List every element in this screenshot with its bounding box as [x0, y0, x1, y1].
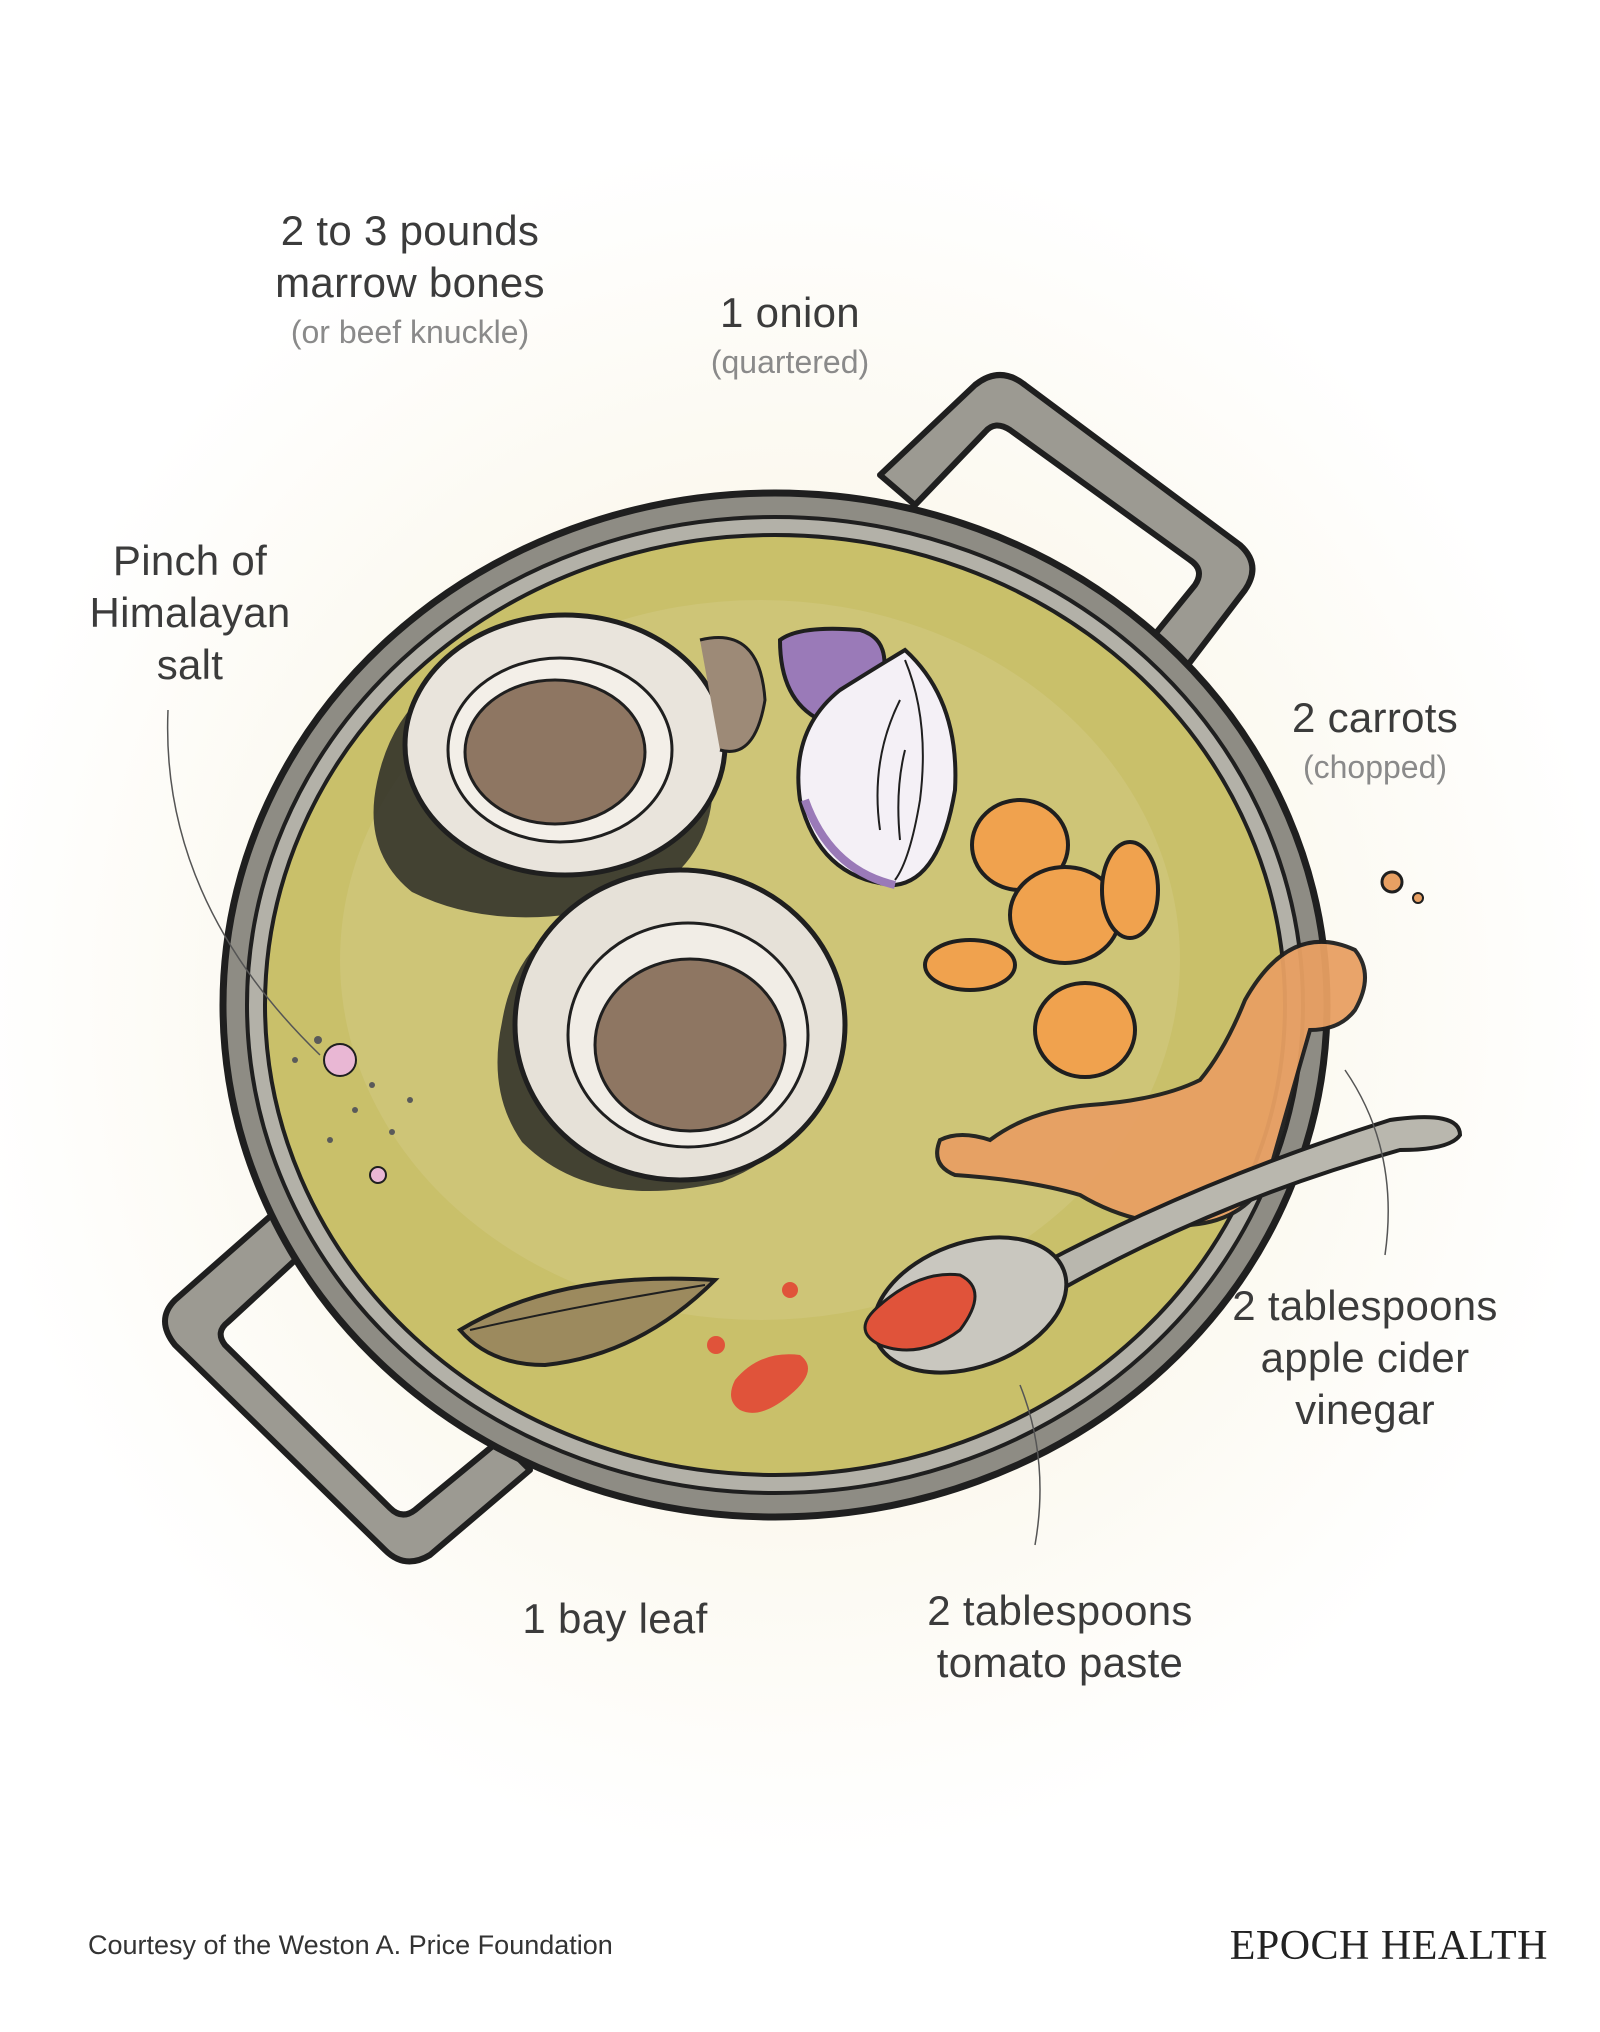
spoon-tomato-paste — [707, 1115, 1463, 1413]
bay-leaf-main: 1 bay leaf — [522, 1595, 708, 1642]
salt-pinch — [292, 1036, 413, 1184]
marrow-bones-sub: (or beef knuckle) — [290, 314, 530, 351]
marrow-bone-top — [373, 612, 767, 918]
tomato-paste-line2: tomato paste — [936, 1639, 1184, 1687]
vinegar-label: 2 tablespoons apple cider vinegar — [1195, 1280, 1535, 1436]
bay-leaf-illustration — [456, 1276, 720, 1368]
onion-illustration — [777, 626, 958, 889]
carrots-label: 2 carrots (chopped) — [1225, 692, 1525, 788]
onion-label: 1 onion (quartered) — [640, 287, 940, 383]
salt-line1: Pinch of — [112, 537, 268, 584]
carrot-slices — [923, 798, 1160, 1079]
bay-leaf-label: 1 bay leaf — [465, 1593, 765, 1645]
vinegar-line3: vinegar — [1295, 1386, 1435, 1434]
brand-logo: EPOCH HEALTH — [1229, 1923, 1548, 1969]
tomato-paste-line1: 2 tablespoons — [927, 1587, 1193, 1634]
vinegar-line2: apple cider — [1260, 1334, 1470, 1382]
marrow-bone-bottom — [497, 867, 848, 1191]
salt-leader-line — [166, 709, 321, 1056]
vinegar-leader-line — [1344, 1069, 1389, 1256]
carrots-sub: (chopped) — [1302, 749, 1448, 786]
vinegar-line1: 2 tablespoons — [1232, 1282, 1498, 1329]
carrots-main: 2 carrots — [1291, 694, 1459, 741]
vinegar-splash — [935, 870, 1424, 1228]
salt-label: Pinch of Himalayan salt — [40, 535, 340, 691]
marrow-bones-line2: marrow bones — [275, 259, 545, 307]
tomato-paste-label: 2 tablespoons tomato paste — [890, 1585, 1230, 1689]
tomato-leader-line — [1019, 1384, 1041, 1546]
marrow-bones-label: 2 to 3 pounds marrow bones (or beef knuc… — [210, 205, 610, 353]
onion-sub: (quartered) — [710, 344, 870, 381]
credit-text: Courtesy of the Weston A. Price Foundati… — [88, 1930, 613, 1960]
salt-line3: salt — [156, 641, 224, 689]
onion-main: 1 onion — [720, 289, 860, 336]
salt-line2: Himalayan — [89, 589, 291, 637]
marrow-bones-line1: 2 to 3 pounds — [280, 207, 540, 254]
